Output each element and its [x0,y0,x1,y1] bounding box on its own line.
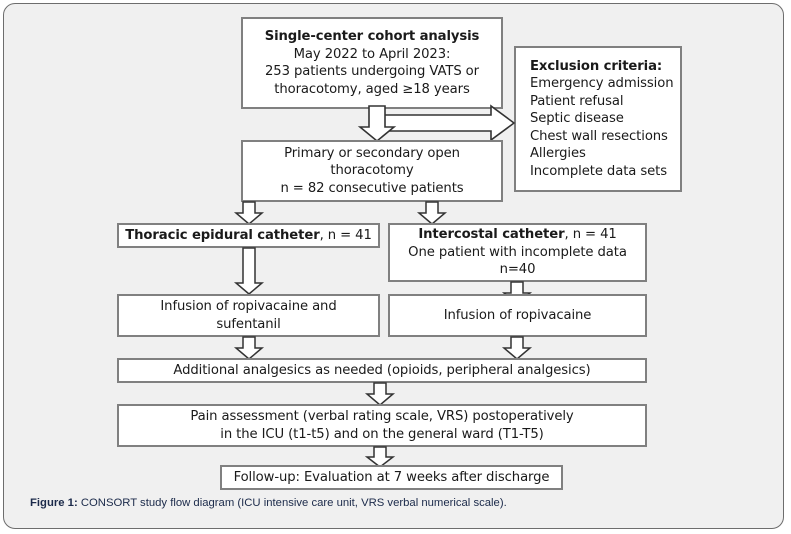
node-intercostal-label: Intercostal catheter, n = 41 [418,226,616,244]
node-epidural-label: Thoracic epidural catheter, n = 41 [125,227,372,245]
figure-caption-text: CONSORT study flow diagram (ICU intensiv… [77,497,507,509]
node-thoracotomy-line1: Primary or secondary open [284,145,460,161]
node-intercostal-line2: One patient with incomplete data [408,244,627,260]
node-exclusion-item-2: Septic disease [530,111,624,127]
node-pain-assessment: Pain assessment (verbal rating scale, VR… [117,404,647,447]
arrow-thoracotomy-to-intercostal-icon [415,201,449,225]
node-exclusion-item-1: Patient refusal [530,93,624,109]
node-cohort-line2: May 2022 to April 2023: [293,46,451,62]
node-exclusion-item-4: Allergies [530,146,586,162]
arrow-cohort-to-thoracotomy-icon [355,105,399,143]
node-additional-line1: Additional analgesics as needed (opioids… [173,362,591,378]
node-infusion-right: Infusion of ropivacaine [388,294,647,337]
node-intercostal-line3: n=40 [499,262,536,278]
figure-label: Figure 1: [30,497,78,509]
node-exclusion-item-5: Incomplete data sets [530,163,667,179]
node-pain-assessment-line1: Pain assessment (verbal rating scale, VR… [190,409,574,424]
node-cohort-title: Single-center cohort analysis [264,29,480,44]
node-epidural-count: , n = 41 [319,227,372,243]
node-exclusion-criteria: Exclusion criteria: Emergency admission … [514,46,682,192]
node-infusion-left-line1: Infusion of ropivacaine and [160,299,337,314]
node-cohort-line3: 253 patients undergoing VATS or [265,64,479,79]
arrow-thoracotomy-to-epidural-icon [232,201,266,225]
arrow-cohort-to-exclusion-icon [372,104,516,142]
consort-flow-diagram: Single-center cohort analysis May 2022 t… [4,4,783,490]
node-open-thoracotomy: Primary or secondary open thoracotomy n … [241,140,503,202]
node-followup-line1: Follow-up: Evaluation at 7 weeks after d… [233,469,550,485]
node-exclusion-title: Exclusion criteria: [530,58,663,74]
node-cohort-analysis: Single-center cohort analysis May 2022 t… [241,17,503,109]
node-pain-assessment-line2: in the ICU (t1-t5) and on the general wa… [220,426,544,442]
node-exclusion-item-0: Emergency admission [530,76,674,92]
node-epidural-title: Thoracic epidural catheter [125,227,320,243]
node-intercostal-catheter: Intercostal catheter, n = 41 One patient… [388,223,647,282]
arrow-additional-to-pain-assessment-icon [363,382,397,406]
node-exclusion-item-3: Chest wall resections [530,128,668,144]
node-thoracic-epidural-catheter: Thoracic epidural catheter, n = 41 [117,223,380,248]
node-additional-analgesics: Additional analgesics as needed (opioids… [117,358,647,383]
node-intercostal-title: Intercostal catheter [418,227,565,243]
node-infusion-left: Infusion of ropivacaine and sufentanil [117,294,380,337]
node-cohort-line4: thoracotomy, aged ≥18 years [274,81,470,97]
node-intercostal-count: , n = 41 [564,227,617,243]
node-infusion-right-line1: Infusion of ropivacaine [443,307,592,323]
arrow-epidural-to-infusion-left-icon [232,247,266,295]
node-thoracotomy-line3: n = 82 consecutive patients [280,180,464,196]
node-thoracotomy-line2: thoracotomy [330,163,414,179]
arrow-infusion-left-to-additional-icon [232,336,266,360]
node-followup: Follow-up: Evaluation at 7 weeks after d… [220,465,563,490]
figure-frame: Single-center cohort analysis May 2022 t… [3,3,784,529]
arrow-infusion-right-to-additional-icon [500,336,534,360]
arrow-pain-assessment-to-followup-icon [363,446,397,468]
figure-caption: Figure 1: CONSORT study flow diagram (IC… [30,496,760,511]
node-infusion-left-line2: sufentanil [216,316,281,332]
